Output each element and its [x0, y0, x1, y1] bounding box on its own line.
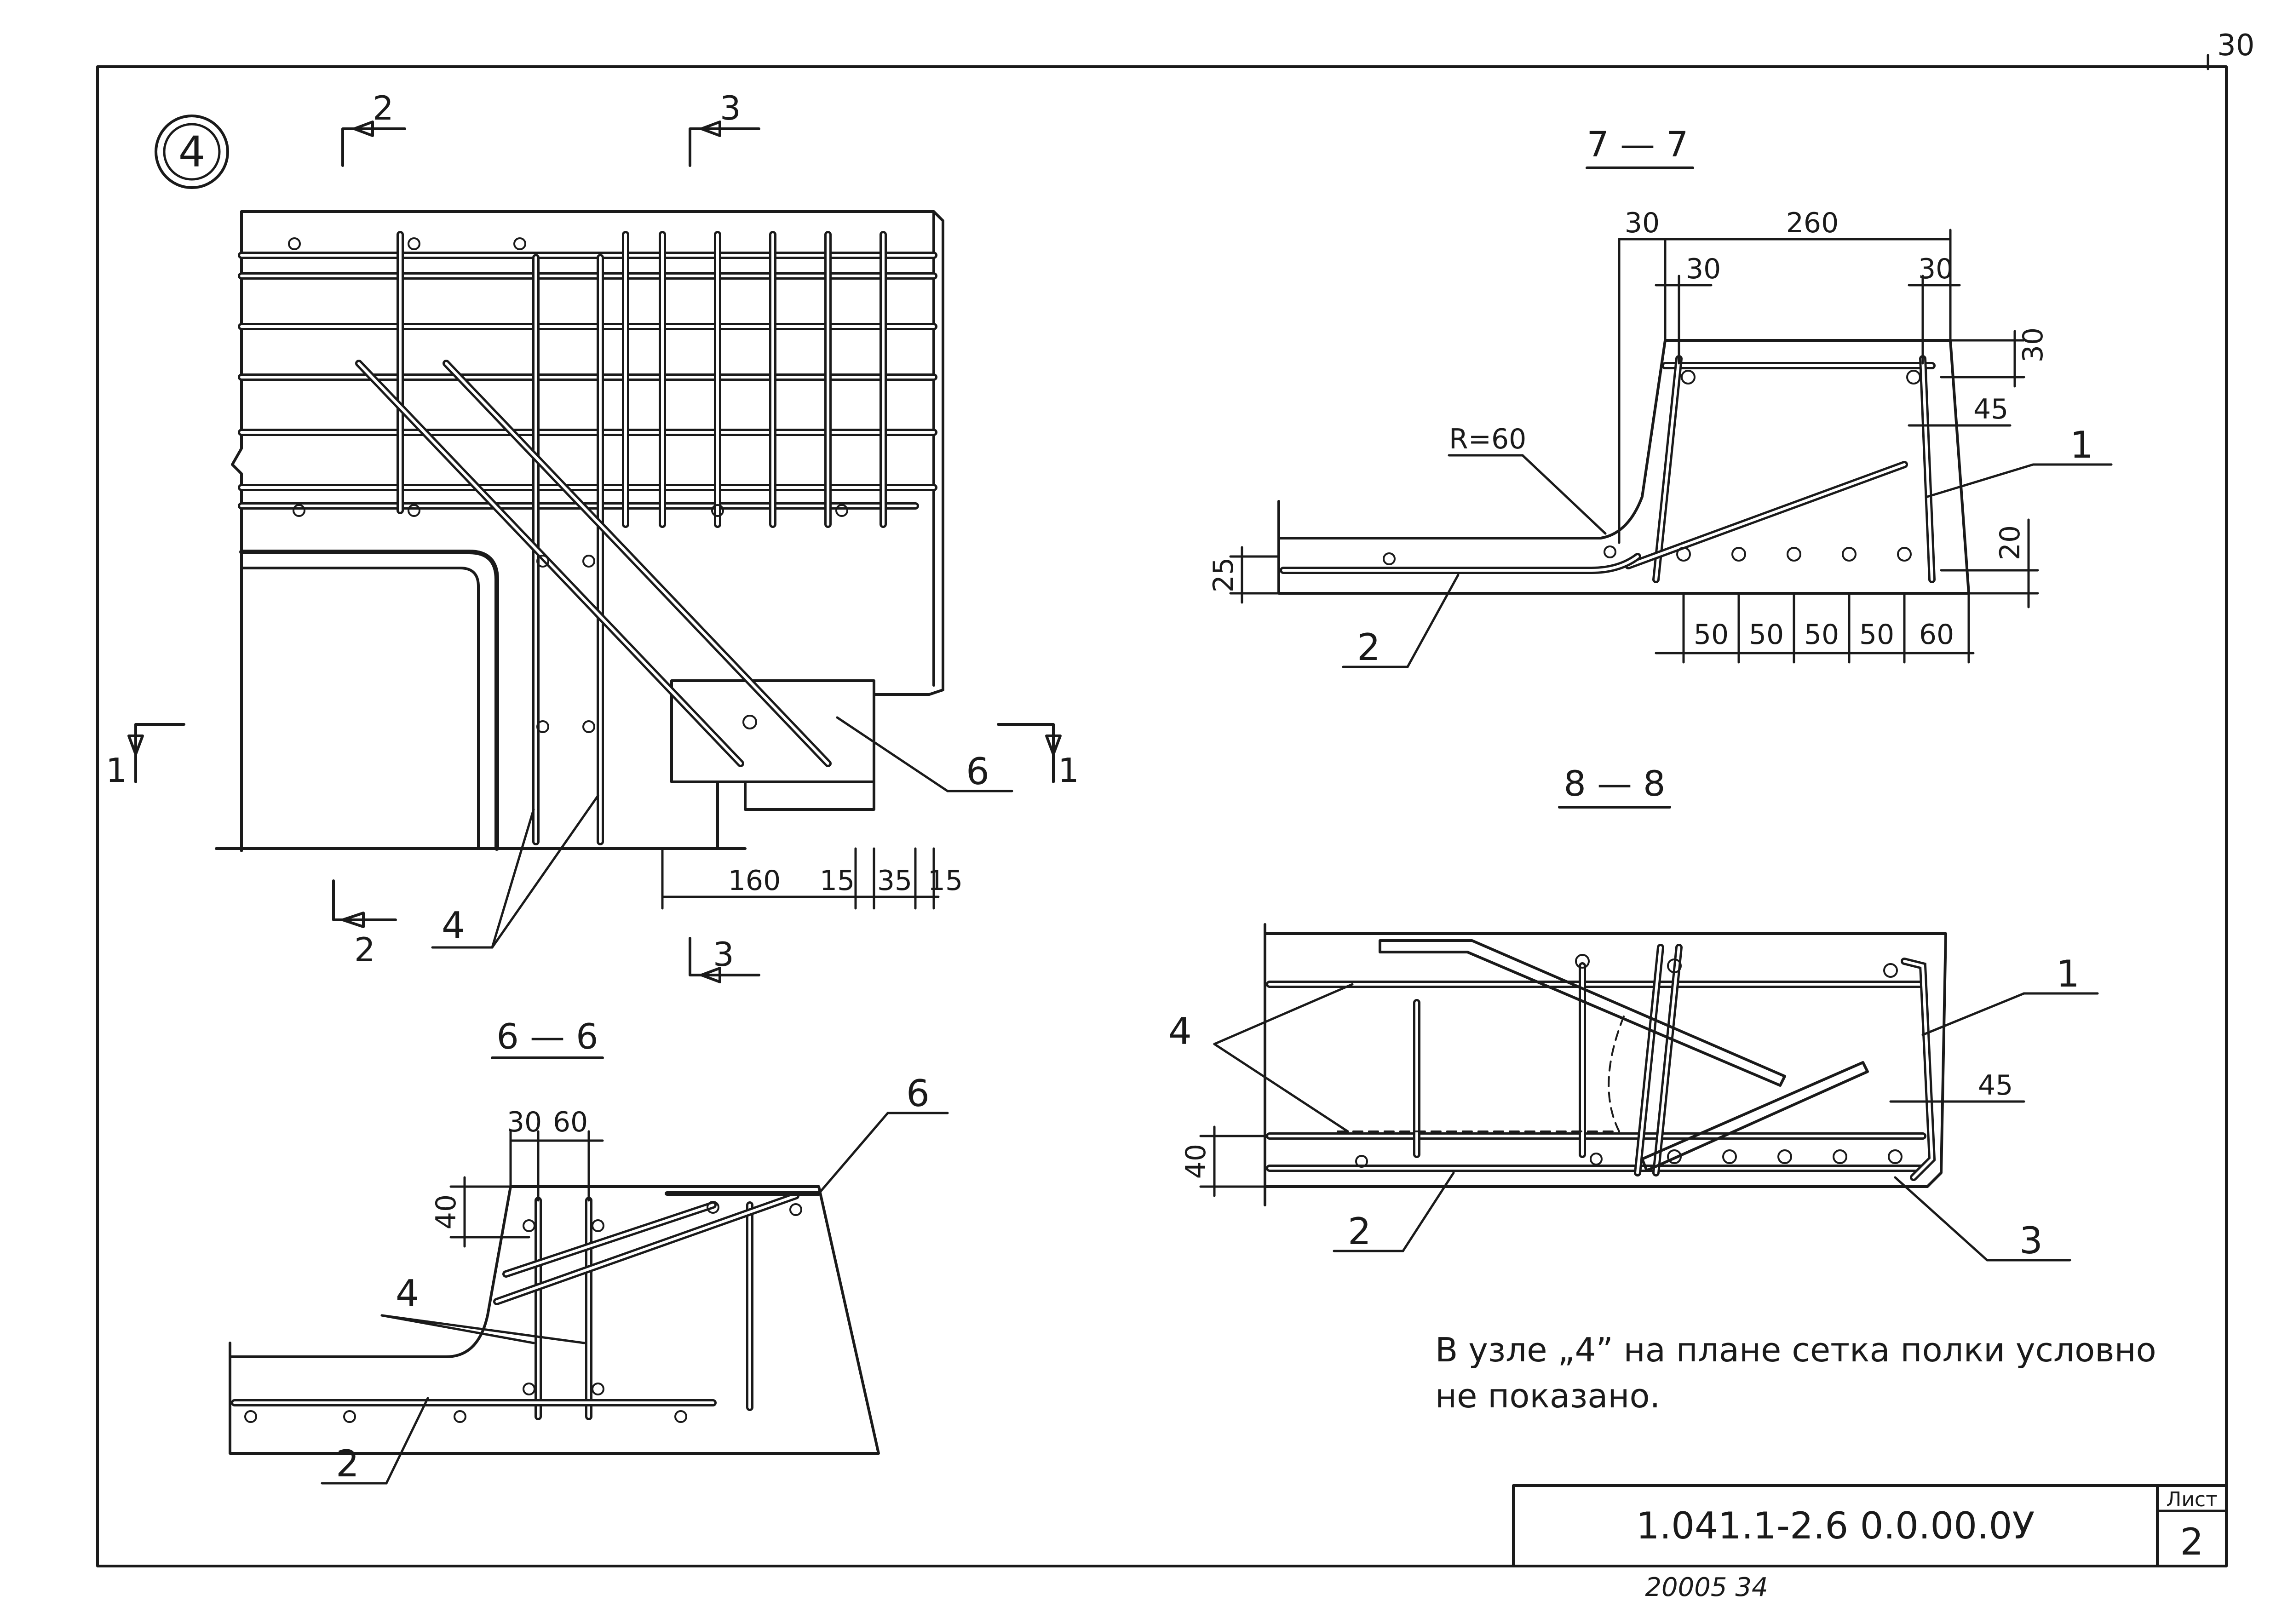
section-7-7: 7 — 7 30 260 — [1207, 124, 2113, 669]
s66-callout-2: 2 — [336, 1442, 359, 1485]
s66-callout-6: 6 — [906, 1072, 930, 1115]
cut-1-left: 1 — [106, 751, 127, 790]
s77-dim-30: 30 — [1625, 207, 1660, 239]
s88-callout-2: 2 — [1348, 1210, 1371, 1253]
s77-dim-30-inner-left: 30 — [1686, 253, 1721, 285]
cut-3-bottom: 3 — [713, 935, 734, 974]
sheet-label: Лист — [2166, 1488, 2218, 1511]
plan-dim-35: 35 — [877, 865, 912, 897]
s77-dim-30-inner-right: 30 — [1918, 253, 1953, 285]
s88-callout-4: 4 — [1168, 1010, 1192, 1053]
s77-dim-45: 45 — [1973, 393, 2008, 425]
cut-1-right: 1 — [1058, 751, 1079, 790]
s77-bdim-4: 50 — [1859, 619, 1894, 651]
plan-dim-15b: 15 — [928, 865, 963, 897]
node-marker: 4 — [155, 115, 229, 189]
plan-dim-15a: 15 — [820, 865, 855, 897]
s77-callout-1: 1 — [2070, 424, 2093, 466]
title-block: 1.041.1-2.6 0.0.00.0У Лист 2 20005 34 — [1512, 1484, 2228, 1602]
s88-dim-45: 45 — [1978, 1069, 2013, 1102]
s66-dim-60: 60 — [553, 1106, 588, 1138]
designation: 1.041.1-2.6 0.0.00.0У — [1636, 1504, 2035, 1547]
s77-callout-2: 2 — [1357, 626, 1380, 669]
plan-callout-6: 6 — [966, 750, 989, 793]
s88-dim-40: 40 — [1180, 1144, 1212, 1179]
node-note-line-2: не показано. — [1435, 1377, 1660, 1415]
archive-number: 20005 34 — [1645, 1572, 1768, 1602]
corner-mark: 30 — [2217, 29, 2254, 63]
section-7-7-title: 7 — 7 — [1586, 124, 1688, 165]
plan-callout-4: 4 — [442, 904, 465, 947]
s77-radius: R=60 — [1449, 423, 1526, 455]
section-6-6: 6 — 6 — [229, 1016, 949, 1485]
plan-view: 2 3 2 3 1 1 6 4 — [106, 89, 1079, 983]
cut-3-top: 3 — [720, 89, 741, 127]
s66-dim-30: 30 — [507, 1106, 542, 1138]
s88-callout-3: 3 — [2019, 1219, 2043, 1262]
s77-dim-20: 20 — [1994, 525, 2026, 560]
node-note: В узле „4” на плане сетка полки условно … — [1435, 1331, 2156, 1415]
sheet-frame: 30 — [96, 29, 2254, 1567]
sheet-number: 2 — [2180, 1521, 2204, 1563]
s77-dim-25: 25 — [1207, 557, 1240, 592]
plan-dim-160: 160 — [728, 865, 781, 897]
s77-bdim-2: 50 — [1749, 619, 1784, 651]
cut-2-bottom: 2 — [354, 930, 375, 969]
s77-dim-260: 260 — [1786, 207, 1839, 239]
s88-callout-1: 1 — [2056, 953, 2080, 995]
node-marker-label: 4 — [178, 127, 206, 177]
s77-bdim-1: 50 — [1694, 619, 1729, 651]
section-6-6-title: 6 — 6 — [496, 1016, 598, 1057]
s66-callout-4: 4 — [396, 1272, 419, 1315]
s66-dim-40: 40 — [430, 1194, 462, 1229]
section-8-8-title: 8 — 8 — [1563, 763, 1665, 804]
s77-bdim-5: 60 — [1919, 619, 1954, 651]
s77-dim-30-right: 30 — [2017, 327, 2049, 362]
node-note-line-1: В узле „4” на плане сетка полки условно — [1435, 1331, 2156, 1369]
cut-2-top: 2 — [373, 89, 394, 127]
section-8-8: 8 — 8 — [1168, 763, 2099, 1262]
s77-bdim-3: 50 — [1804, 619, 1839, 651]
